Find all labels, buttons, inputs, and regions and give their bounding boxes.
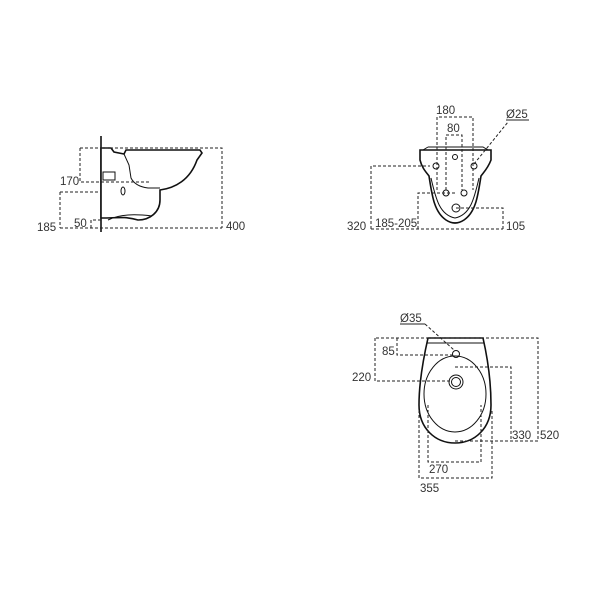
dim-diameter-25-label: Ø25 xyxy=(506,109,528,121)
dim-320-label: 320 xyxy=(347,221,366,233)
top-view: Ø35 85 220 330 520 270 355 xyxy=(352,313,559,495)
top-outline xyxy=(418,337,492,444)
dim-355-label: 355 xyxy=(420,483,439,495)
dim-400-label: 400 xyxy=(226,221,245,233)
front-view: 180 80 Ø25 320 185-205 105 xyxy=(347,105,529,233)
dim-330-label: 330 xyxy=(512,430,531,442)
dim-520-label: 520 xyxy=(540,430,559,442)
dim-180-label: 180 xyxy=(436,105,455,117)
dim-270-label: 270 xyxy=(429,464,448,476)
dim-85-label: 85 xyxy=(382,346,395,358)
dim-diameter-35-label: Ø35 xyxy=(400,313,422,325)
dim-80-label: 80 xyxy=(447,123,460,135)
dim-105-label: 105 xyxy=(506,221,525,233)
dim-50-label: 50 xyxy=(74,218,87,230)
dim-185-label: 185 xyxy=(37,222,56,234)
dim-220-label: 220 xyxy=(352,372,371,384)
dim-185-205-label: 185-205 xyxy=(375,218,417,230)
side-profile xyxy=(100,147,203,221)
side-view: 170 185 50 400 xyxy=(37,136,245,234)
dim-170-label: 170 xyxy=(60,176,79,188)
